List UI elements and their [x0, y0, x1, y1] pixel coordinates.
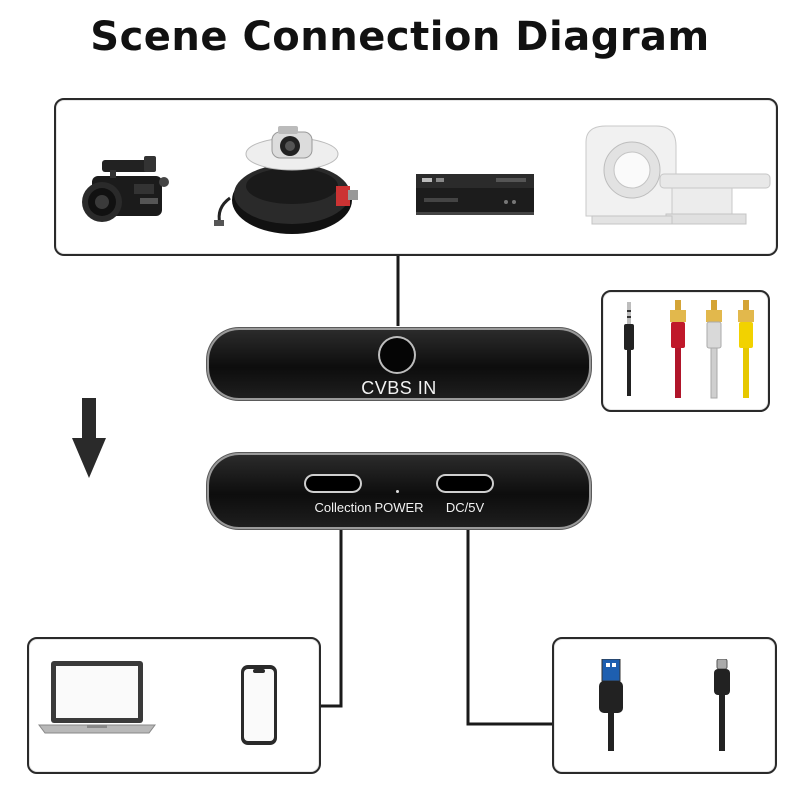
3.5mm-jack-icon	[624, 302, 634, 396]
dc-5v-usbc-port[interactable]	[438, 476, 492, 491]
line-collection-to-outputs	[318, 527, 343, 708]
inspection-camera-reel-icon	[214, 126, 358, 234]
camcorder-icon	[82, 156, 169, 222]
down-arrow-icon	[72, 398, 106, 478]
rca-plug-red-icon	[670, 300, 686, 398]
power-led	[396, 490, 399, 493]
page-title: Scene Connection Diagram	[90, 14, 710, 60]
dvd-player-icon	[416, 174, 534, 215]
cvbs-in-label: CVBS IN	[361, 378, 437, 398]
usb-a-plug-icon	[599, 659, 623, 751]
collection-label: Collection	[314, 500, 372, 515]
rca-plug-white-icon	[706, 300, 722, 399]
input-cables-panel	[601, 290, 770, 412]
power-label: POWER	[374, 500, 424, 515]
line-dc-to-power	[466, 527, 552, 726]
cvbs-in-port[interactable]	[380, 338, 414, 372]
video-sources-panel	[54, 98, 778, 256]
capture-device-output-side	[209, 455, 589, 527]
usb-c-plug-icon	[714, 659, 730, 751]
smartphone-icon	[241, 665, 277, 745]
collection-usbc-port[interactable]	[306, 476, 360, 491]
rca-plug-yellow-icon	[738, 300, 754, 398]
ct-scanner-icon	[585, 125, 771, 225]
output-devices-panel	[27, 637, 321, 774]
power-cables-panel	[552, 637, 777, 774]
laptop-icon	[38, 661, 156, 734]
dc-5v-label: DC/5V	[445, 500, 485, 515]
